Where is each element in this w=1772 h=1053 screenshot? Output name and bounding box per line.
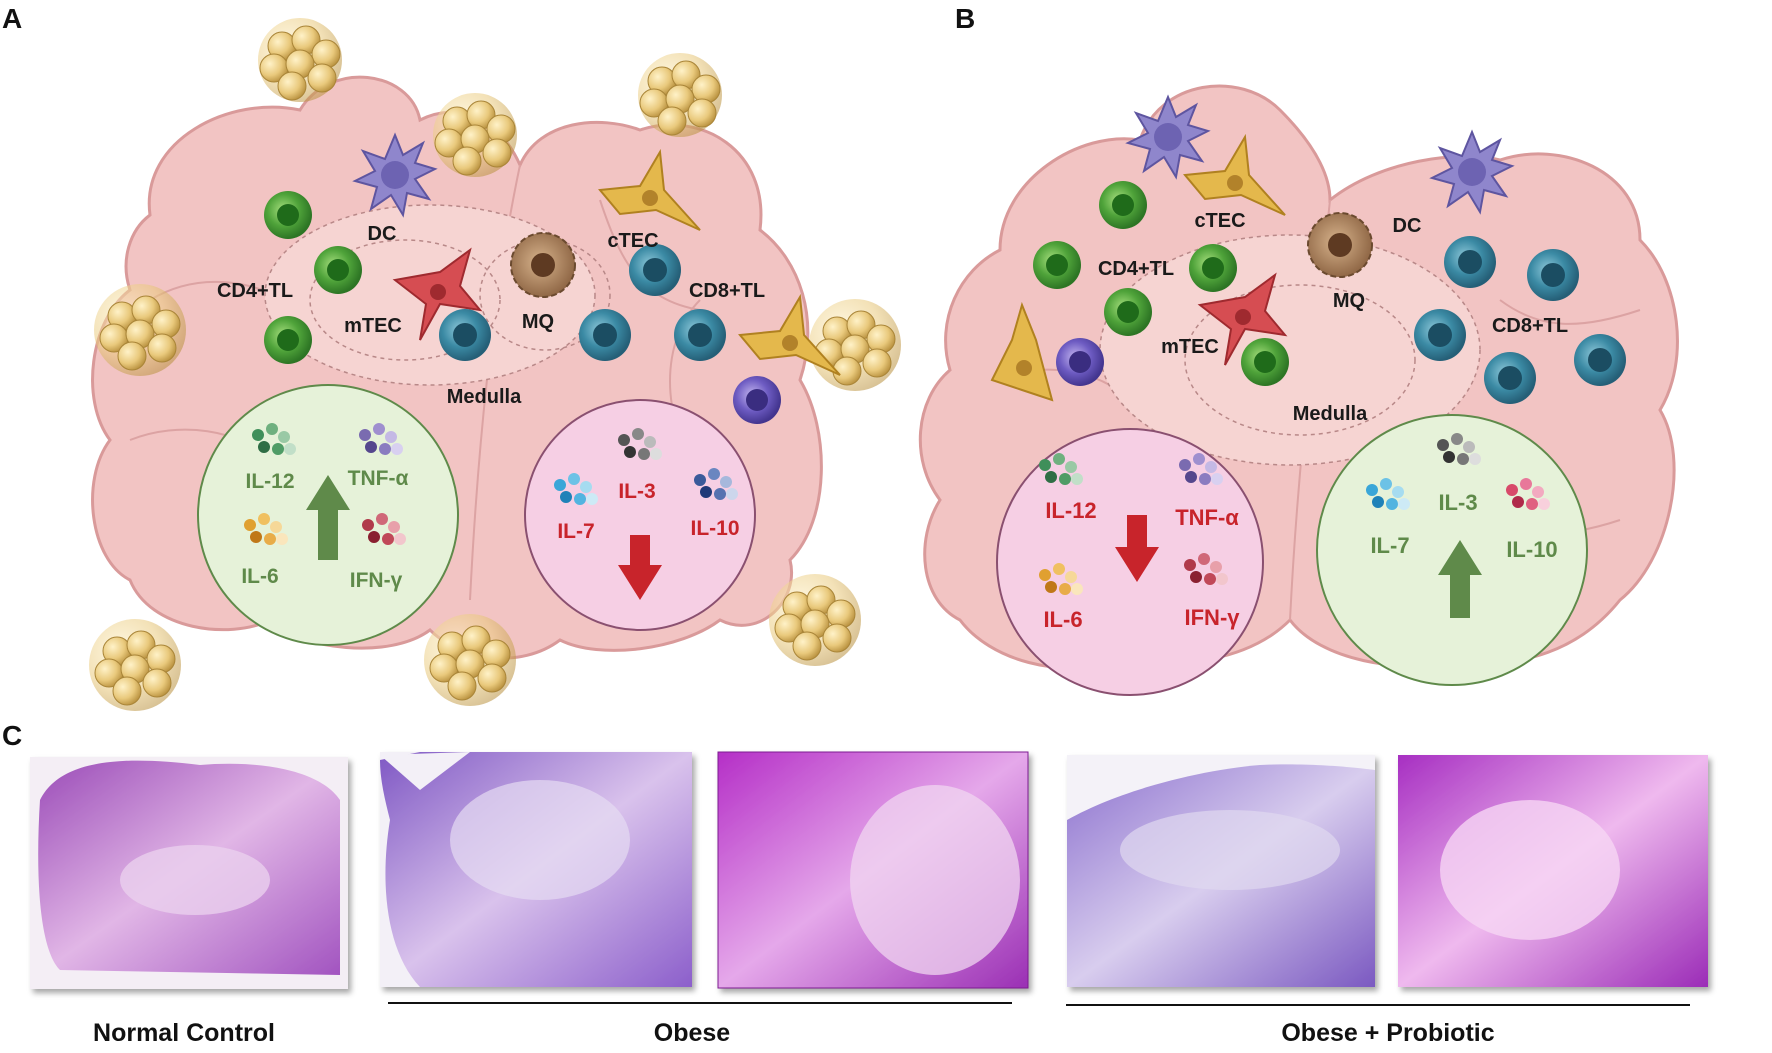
label-mq-b: MQ [1333, 290, 1365, 312]
label-il3-a: IL-3 [618, 480, 655, 503]
adipocyte-cluster-a8 [769, 574, 861, 666]
panel-letter-a: A [2, 3, 22, 34]
label-cd8-b: CD8+TL [1492, 315, 1568, 337]
label-dc-b: DC [1393, 215, 1422, 237]
histology-probiotic-low-image [1067, 755, 1375, 987]
label-tnfa-a: TNF-α [348, 467, 409, 490]
macrophage-icon [510, 232, 576, 298]
cytokine-down-circle-a [524, 399, 756, 631]
label-mtec: mTEC [344, 315, 402, 337]
blue-t-cells-a [439, 244, 726, 361]
label-ctec-b: cTEC [1194, 210, 1245, 232]
label-il3-b: IL-3 [1438, 490, 1477, 515]
dendritic-cell-icon-b1 [1125, 94, 1211, 180]
adipocyte-cluster-a1 [258, 18, 342, 102]
green-t-cells-a [264, 191, 362, 364]
label-il6-a: IL-6 [241, 565, 278, 588]
label-il10-a: IL-10 [690, 517, 739, 540]
dendritic-cell-icon [352, 132, 438, 218]
cytokine-up-circle-a [197, 384, 459, 646]
blue-t-cells-b [1414, 236, 1626, 404]
ctec-cell-icon-b2 [990, 301, 1054, 402]
panel-letter-b: B [955, 3, 975, 34]
histology-obese-high-image [717, 751, 1029, 989]
caption-obese: Obese [654, 1019, 731, 1047]
adipocyte-cluster-a4 [94, 284, 186, 376]
dendritic-cell-icon-b2 [1429, 129, 1515, 215]
label-il12-b: IL-12 [1045, 498, 1096, 523]
down-arrow-icon-b [1115, 515, 1159, 582]
cytokine-down-circle-b [996, 428, 1264, 696]
label-il12-a: IL-12 [245, 470, 294, 493]
up-arrow-icon [306, 475, 350, 560]
ctec-cell-icon-b1 [1183, 133, 1286, 216]
label-ctec: cTEC [607, 230, 658, 252]
mtec-cell-icon-b [1197, 272, 1288, 366]
down-arrow-icon [618, 535, 662, 600]
histology-normal-image [30, 757, 348, 989]
caption-obese-probiotic: Obese + Probiotic [1281, 1019, 1494, 1047]
label-mq: MQ [522, 311, 554, 333]
adipocyte-cluster-a3 [638, 53, 722, 137]
ctec-cell-icon [598, 148, 701, 231]
up-arrow-icon-b [1438, 540, 1482, 618]
label-cd4: CD4+TL [217, 280, 293, 302]
label-tnfa-b: TNF-α [1175, 505, 1239, 530]
label-cd8: CD8+TL [689, 280, 765, 302]
mtec-cell-icon [392, 247, 483, 341]
label-ifng-a: IFN-γ [350, 569, 403, 592]
macrophage-icon-b [1307, 212, 1373, 278]
label-il6-b: IL-6 [1043, 607, 1082, 632]
label-il7-a: IL-7 [557, 520, 594, 543]
label-cd4-b: CD4+TL [1098, 258, 1174, 280]
adipocyte-cluster-a6 [89, 619, 181, 711]
purple-cell-b [1056, 338, 1104, 386]
histology-probiotic-high-image [1398, 755, 1708, 987]
adipocyte-cluster-a2 [433, 93, 517, 177]
ctec-cell-icon-2 [738, 293, 841, 376]
purple-cell-a [733, 376, 781, 424]
caption-normal-control: Normal Control [93, 1019, 275, 1047]
green-t-cells-b [1033, 181, 1289, 386]
label-mtec-b: mTEC [1161, 336, 1219, 358]
label-medulla: Medulla [447, 386, 522, 408]
label-medulla-b: Medulla [1293, 403, 1368, 425]
label-ifng-b: IFN-γ [1185, 605, 1241, 630]
adipocyte-cluster-a7 [424, 614, 516, 706]
label-dc: DC [368, 223, 397, 245]
label-il7-b: IL-7 [1370, 533, 1409, 558]
panel-letter-c: C [2, 720, 22, 751]
label-il10-b: IL-10 [1506, 537, 1557, 562]
cytokine-up-circle-b [1316, 414, 1588, 686]
adipocyte-cluster-a5 [809, 299, 901, 391]
histology-obese-low-image [380, 752, 692, 987]
